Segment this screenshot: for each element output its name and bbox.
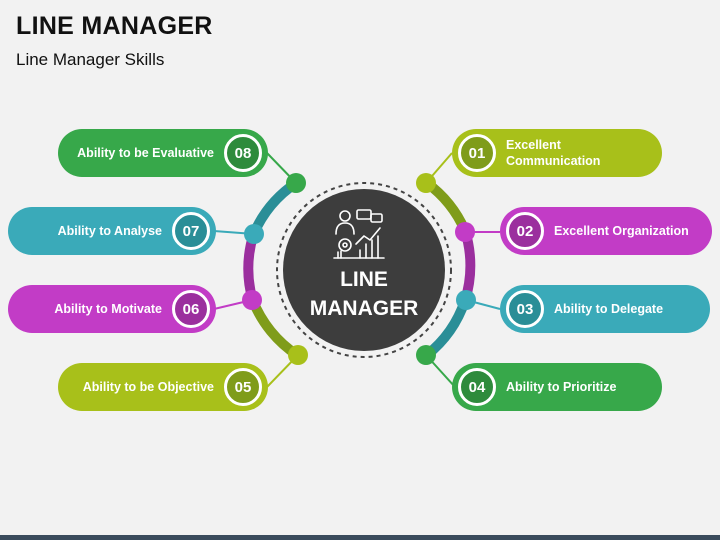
dashed-ring xyxy=(276,182,452,358)
skill-label-08: Ability to be Evaluative xyxy=(77,146,214,160)
skill-label-04: Ability to Prioritize xyxy=(506,380,617,394)
skill-number-06: 06 xyxy=(172,290,210,328)
skill-item-01: 01 Excellent Communication xyxy=(452,129,662,177)
skill-label-02: Excellent Organization xyxy=(554,224,689,238)
dot-04 xyxy=(416,345,436,365)
skill-item-04: 04 Ability to Prioritize xyxy=(452,363,662,411)
skill-label-07: Ability to Analyse xyxy=(57,224,162,238)
skill-label-03: Ability to Delegate xyxy=(554,302,664,316)
skill-number-02: 02 xyxy=(506,212,544,250)
skill-number-04: 04 xyxy=(458,368,496,406)
skill-item-08: Ability to be Evaluative 08 xyxy=(58,129,268,177)
dot-08 xyxy=(286,173,306,193)
skill-number-08: 08 xyxy=(224,134,262,172)
skill-number-01: 01 xyxy=(458,134,496,172)
center-title-line2: MANAGER xyxy=(309,297,419,320)
center-title-line1: LINE xyxy=(340,268,388,291)
page-title: LINE MANAGER xyxy=(16,12,213,40)
dot-03 xyxy=(456,290,476,310)
skill-number-03: 03 xyxy=(506,290,544,328)
manager-presentation-icon xyxy=(333,209,385,259)
dot-02 xyxy=(455,222,475,242)
skill-item-02: 02 Excellent Organization xyxy=(500,207,712,255)
skill-item-06: Ability to Motivate 06 xyxy=(8,285,216,333)
skill-item-03: 03 Ability to Delegate xyxy=(500,285,710,333)
page-subtitle: Line Manager Skills xyxy=(16,50,165,69)
skill-item-07: Ability to Analyse 07 xyxy=(8,207,216,255)
dot-05 xyxy=(288,345,308,365)
dot-06 xyxy=(242,290,262,310)
skill-label-06: Ability to Motivate xyxy=(54,302,162,316)
bottom-bar xyxy=(0,535,720,540)
skill-label-01: Excellent Communication xyxy=(506,137,600,169)
center-circle xyxy=(283,189,445,351)
skill-label-05: Ability to be Objective xyxy=(82,380,214,394)
skill-item-05: Ability to be Objective 05 xyxy=(58,363,268,411)
dot-07 xyxy=(244,224,264,244)
center-title: LINE MANAGER xyxy=(284,265,444,323)
skill-label-01-line1: Excellent xyxy=(506,138,561,152)
skill-number-05: 05 xyxy=(224,368,262,406)
dot-01 xyxy=(416,173,436,193)
skill-label-01-line2: Communication xyxy=(506,154,601,168)
skill-number-07: 07 xyxy=(172,212,210,250)
